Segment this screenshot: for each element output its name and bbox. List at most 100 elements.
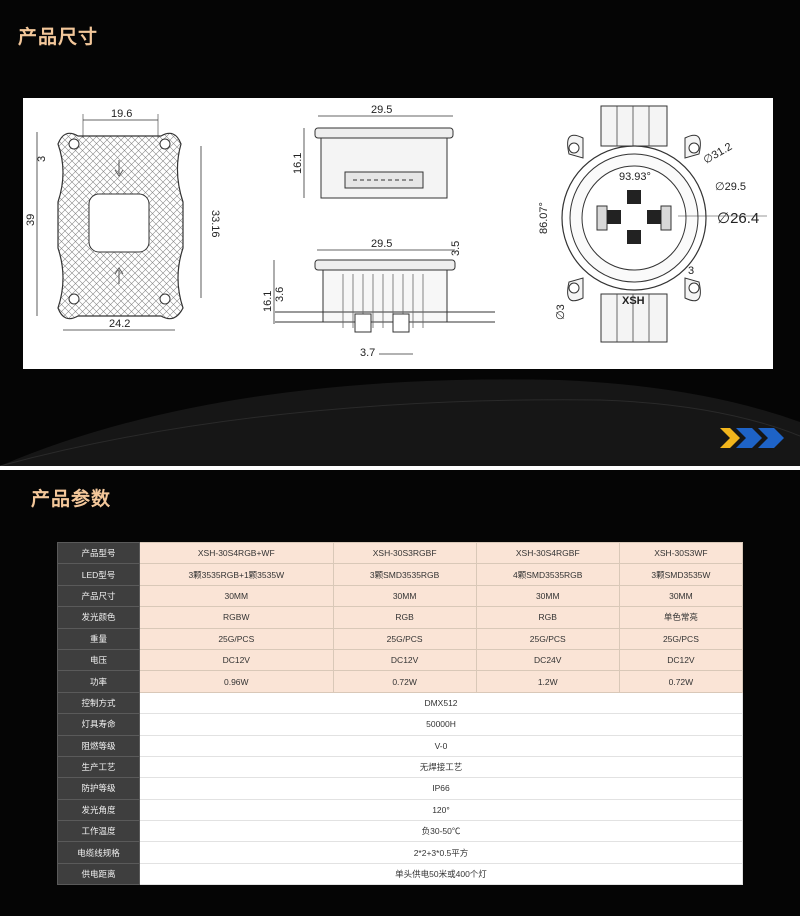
- dim-front-left-height: 16.1: [262, 291, 274, 312]
- top-view-drawing: 19.6 39 3 33.16 24.2: [25, 108, 221, 331]
- table-cell: 50000H: [139, 713, 743, 736]
- row-label: 阻燃等级: [57, 734, 140, 757]
- dim-hole: 3: [36, 156, 48, 162]
- table-cell: 单头供电50米或400个灯: [139, 862, 743, 886]
- dim-d1: ∅31.2: [702, 141, 735, 167]
- table-cell: 30MM: [139, 584, 334, 608]
- table-cell: 120°: [139, 798, 743, 822]
- dim-front-left-inner: 3.6: [274, 287, 286, 302]
- dim-d2: ∅29.5: [715, 181, 746, 193]
- table-row: 生产工艺无焊接工艺: [57, 755, 743, 779]
- dim-top-width: 19.6: [111, 108, 132, 120]
- row-label: 防护等级: [57, 777, 140, 800]
- row-label: 产品型号: [57, 541, 140, 565]
- decorative-swoosh: [0, 379, 800, 466]
- row-label: 发光角度: [57, 798, 140, 822]
- dim-bottom-width: 24.2: [109, 318, 130, 330]
- row-label: 产品尺寸: [57, 584, 140, 608]
- table-cell: 4颗SMD3535RGB: [475, 563, 620, 586]
- table-cell: RGB: [332, 606, 477, 629]
- table-row: 工作温度负30-50℃: [57, 820, 743, 843]
- table-cell: DMX512: [139, 691, 743, 715]
- table-cell: 负30-50℃: [139, 820, 743, 843]
- round-view-drawing: 93.93° ∅31.2 ∅29.5 ∅26.4 86.07° 3 ∅3 XSH: [538, 105, 767, 343]
- section-title-specs: 产品参数: [31, 488, 112, 510]
- row-label: LED型号: [57, 563, 140, 586]
- dim-hole3: ∅3: [555, 304, 567, 320]
- table-cell: 25G/PCS: [618, 627, 744, 650]
- table-cell: 25G/PCS: [475, 627, 620, 650]
- table-cell: 0.72W: [332, 670, 477, 693]
- table-cell: XSH-30S3RGBF: [332, 541, 477, 565]
- table-cell: IP66: [139, 777, 743, 800]
- table-cell: RGBW: [139, 606, 334, 629]
- dim-circle-height: 86.07°: [538, 202, 550, 234]
- dimensions-panel: 产品尺寸 19.6: [0, 0, 800, 466]
- row-label: 电缆线规格: [57, 841, 140, 864]
- dim-inner-height: 33.16: [209, 210, 221, 238]
- row-label: 重量: [57, 627, 140, 650]
- table-cell: 25G/PCS: [139, 627, 334, 650]
- table-cell: 25G/PCS: [332, 627, 477, 650]
- table-cell: XSH-30S3WF: [618, 541, 744, 565]
- table-cell: DC12V: [618, 648, 744, 672]
- dim-hole2: 3: [688, 265, 694, 277]
- technical-drawing: 19.6 39 3 33.16 24.2 29.5 16.1: [23, 98, 773, 369]
- table-cell: 无焊接工艺: [139, 755, 743, 779]
- table-cell: 30MM: [475, 584, 620, 608]
- row-label: 供电距离: [57, 862, 140, 886]
- row-label: 工作温度: [57, 820, 140, 843]
- row-label: 灯具寿命: [57, 713, 140, 736]
- table-cell: 单色常亮: [618, 606, 744, 629]
- dim-front-width: 29.5: [371, 238, 392, 250]
- row-label: 生产工艺: [57, 755, 140, 779]
- table-cell: XSH-30S4RGB+WF: [139, 541, 334, 565]
- table-cell: 0.96W: [139, 670, 334, 693]
- brand-mark: XSH: [622, 295, 645, 307]
- table-cell: 2*2+3*0.5平方: [139, 841, 743, 864]
- table-cell: XSH-30S4RGBF: [475, 541, 620, 565]
- row-label: 功率: [57, 670, 140, 693]
- table-cell: 3颗SMD3535W: [618, 563, 744, 586]
- dim-front-right: 3.5: [450, 241, 462, 256]
- table-cell: 3颗SMD3535RGB: [332, 563, 477, 586]
- row-label: 电压: [57, 648, 140, 672]
- dim-angle: 93.93°: [619, 171, 651, 183]
- table-cell: V-0: [139, 734, 743, 757]
- side-view-drawing: 29.5 16.1 29.5 3.5: [262, 104, 495, 359]
- row-label: 发光颜色: [57, 606, 140, 629]
- dim-front-bottom: 3.7: [360, 347, 375, 359]
- table-cell: DC12V: [332, 648, 477, 672]
- table-cell: DC24V: [475, 648, 620, 672]
- table-cell: 1.2W: [475, 670, 620, 693]
- dim-d3: ∅26.4: [717, 210, 759, 227]
- dim-side-height: 16.1: [292, 153, 304, 174]
- table-cell: 30MM: [332, 584, 477, 608]
- row-label: 控制方式: [57, 691, 140, 715]
- table-cell: 3颗3535RGB+1颗3535W: [139, 563, 334, 586]
- chevron-decoration-icon: [720, 428, 784, 448]
- table-cell: 0.72W: [618, 670, 744, 693]
- table-cell: DC12V: [139, 648, 334, 672]
- section-title-dimensions: 产品尺寸: [18, 26, 99, 48]
- dim-left-height: 39: [25, 214, 37, 226]
- table-cell: 30MM: [618, 584, 744, 608]
- table-cell: RGB: [475, 606, 620, 629]
- dim-side-width: 29.5: [371, 104, 392, 116]
- table-row: 供电距离单头供电50米或400个灯: [57, 862, 743, 886]
